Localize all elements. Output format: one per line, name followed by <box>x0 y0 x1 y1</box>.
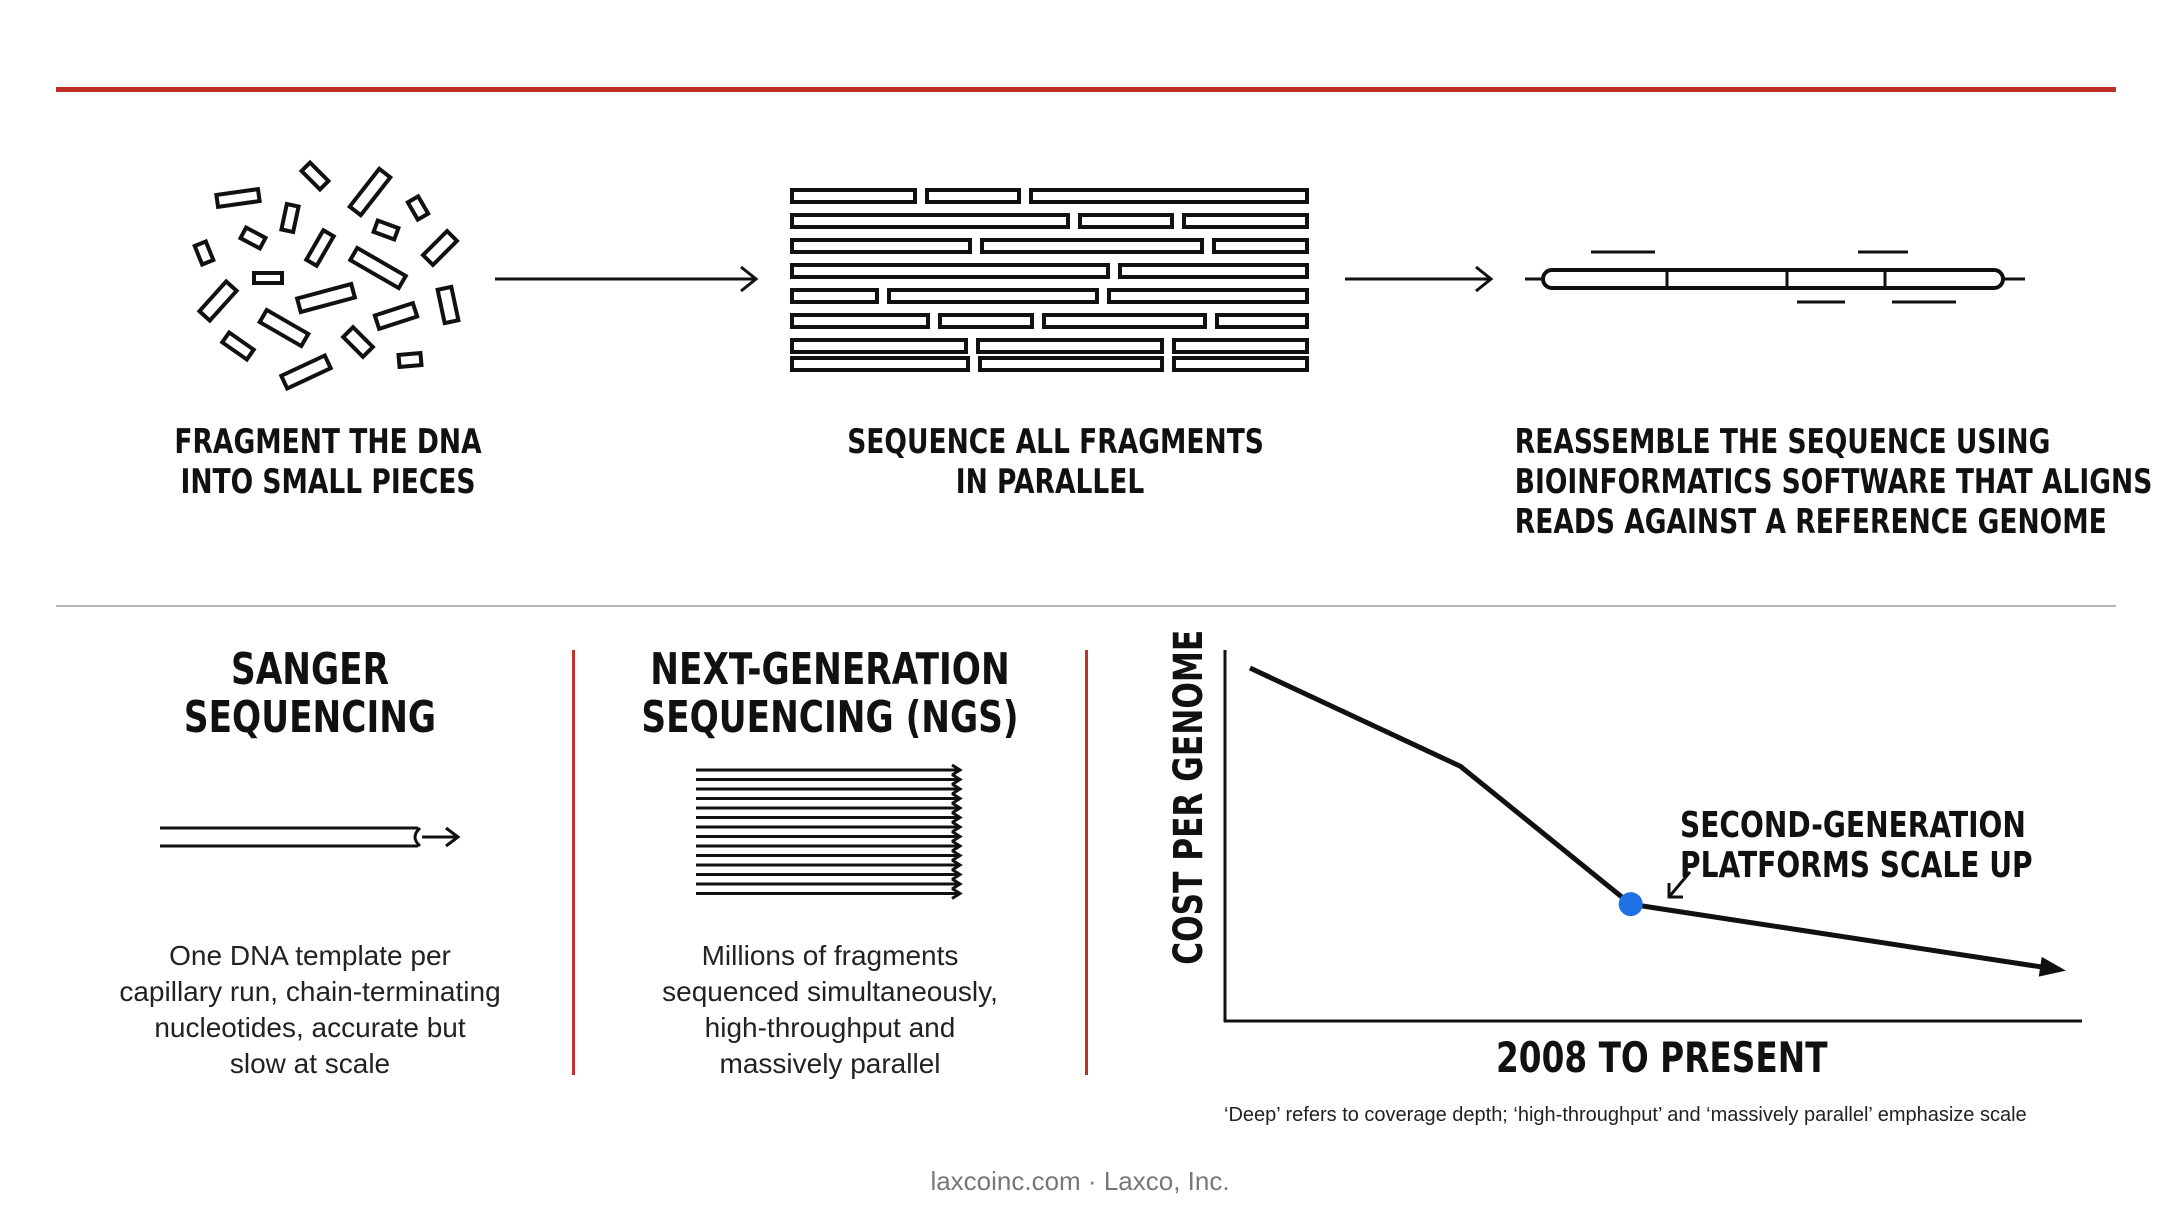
parallel-arrow-head <box>951 830 963 843</box>
parallel-arrow-head <box>951 811 963 824</box>
step1-caption-line1: FRAGMENT THE DNA <box>174 422 482 462</box>
annotation-pointer-icon <box>1667 871 1692 899</box>
ngs-title-line2: SEQUENCING (NGS) <box>641 692 1019 743</box>
step1-caption: FRAGMENT THE DNA INTO SMALL PIECES <box>172 422 484 502</box>
chart-annotation-line2: PLATFORMS SCALE UP <box>1680 845 2033 886</box>
step2-caption-line1: SEQUENCE ALL FRAGMENTS <box>847 422 1264 462</box>
step2-caption: SEQUENCE ALL FRAGMENTS IN PARALLEL <box>847 422 1264 502</box>
sanger-title: SANGER SEQUENCING <box>154 646 466 742</box>
parallel-arrow-head <box>951 763 963 777</box>
step2-caption-line2: IN PARALLEL <box>955 462 1145 502</box>
pipeline-illustrations <box>192 159 2025 392</box>
parallel-arrow-head <box>951 782 963 796</box>
pipeline-arrow-2-icon <box>1345 265 1494 293</box>
single-read-icon <box>160 826 461 848</box>
sanger-description-line2: capillary run, chain-terminating <box>119 976 501 1007</box>
parallel-arrow-head <box>951 792 963 805</box>
parallel-arrow-head <box>951 868 963 881</box>
column-separator-2 <box>1085 650 1088 1075</box>
sanger-description-line3: nucleotides, accurate but <box>154 1012 466 1043</box>
cost-series-line <box>1248 665 2061 973</box>
parallel-arrow-head <box>951 773 963 786</box>
x-axis-label: 2008 TO PRESENT <box>1496 1033 1828 1082</box>
y-axis-label: COST PER GENOME <box>1166 629 1212 965</box>
parallel-arrow-head <box>951 858 963 872</box>
chart-annotation-line1: SECOND-GENERATION <box>1680 805 2026 846</box>
fragments-scatter-icon <box>192 159 461 392</box>
ngs-title-line1: NEXT-GENERATION <box>650 644 1010 695</box>
step3-caption-line1: REASSEMBLE THE SEQUENCE USING <box>1514 422 2051 462</box>
ngs-description-line2: sequenced simultaneously, <box>662 976 998 1007</box>
section-divider <box>56 605 2116 607</box>
sanger-description: One DNA template per capillary run, chai… <box>60 938 560 1082</box>
sanger-title-line2: SEQUENCING <box>183 692 437 743</box>
cost-series-arrowhead <box>2038 956 2066 977</box>
step1-caption-line2: INTO SMALL PIECES <box>180 462 476 502</box>
parallel-arrows-icon <box>696 763 963 900</box>
column-separator-1 <box>572 650 575 1075</box>
footnote: ‘Deep’ refers to coverage depth; ‘high-t… <box>1224 1104 2027 1126</box>
parallel-arrow-head <box>951 887 963 900</box>
parallel-arrow-head <box>951 877 963 891</box>
reference-alignment-icon <box>1525 250 2025 304</box>
footer-credit: laxcoinc.com · Laxco, Inc. <box>930 1166 1230 1196</box>
ngs-description-line3: high-throughput and <box>704 1012 956 1043</box>
sanger-description-line1: One DNA template per <box>169 940 451 971</box>
chart-annotation: SECOND-GENERATION PLATFORMS SCALE UP <box>1680 805 2033 886</box>
step3-caption-line3: READS AGAINST A REFERENCE GENOME <box>1514 502 2107 542</box>
sanger-description-line4: slow at scale <box>229 1048 391 1079</box>
ngs-title: NEXT-GENERATION SEQUENCING (NGS) <box>635 646 1025 742</box>
pipeline-arrow-1-icon <box>495 265 759 293</box>
ngs-description-line1: Millions of fragments <box>701 940 959 971</box>
parallel-arrow-head <box>951 839 963 853</box>
highlight-point <box>1618 892 1643 917</box>
parallel-arrow-head <box>951 820 963 834</box>
parallel-arrow-head <box>951 849 963 862</box>
parallel-reads-icon <box>790 188 1309 372</box>
top-accent-rule <box>56 87 2116 92</box>
ngs-description-line4: massively parallel <box>719 1048 941 1079</box>
parallel-arrow-head <box>951 801 963 815</box>
ngs-description: Millions of fragments sequenced simultan… <box>580 938 1080 1082</box>
sanger-title-line1: SANGER <box>230 644 390 695</box>
